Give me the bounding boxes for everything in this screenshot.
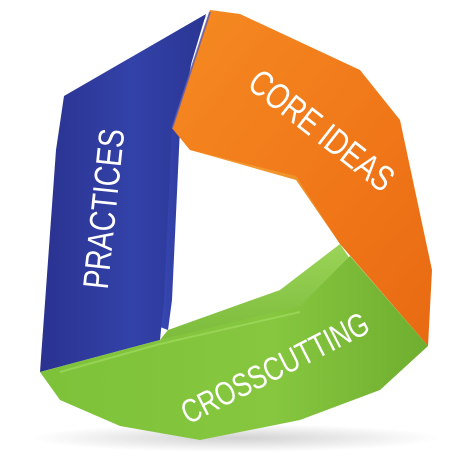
practices-band [40,14,206,372]
crosscutting-band [40,256,428,440]
core-ideas-band [172,10,432,346]
ground-shadow [30,424,440,452]
crosscutting-highlight [59,311,301,373]
crosscutting-band-inner-edge [160,244,352,340]
practices-highlight [171,11,211,129]
